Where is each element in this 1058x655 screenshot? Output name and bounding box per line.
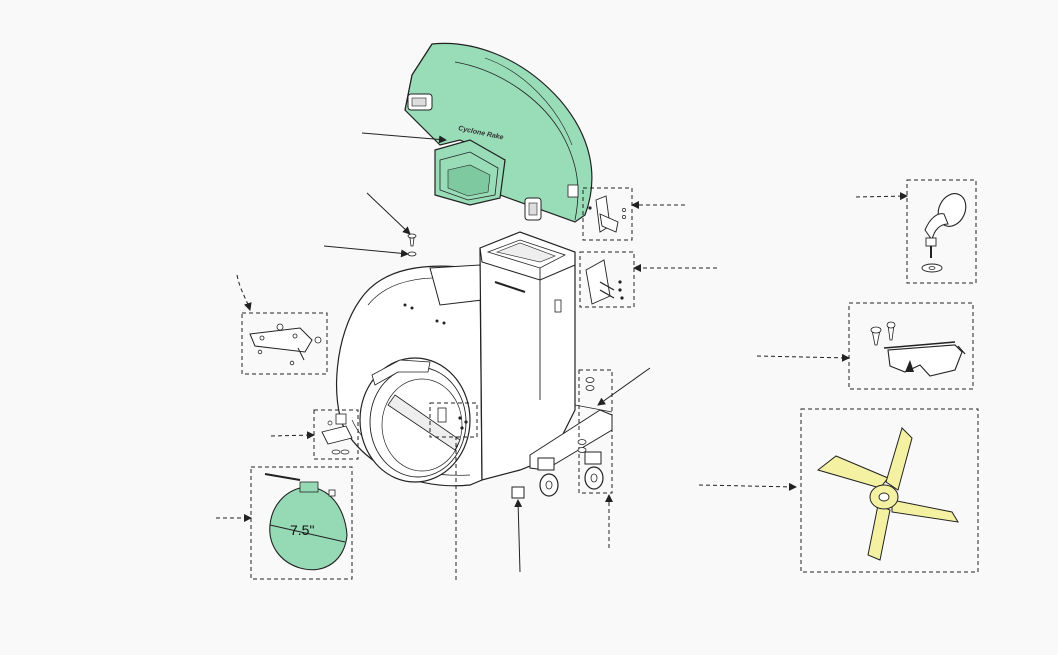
knob-part (921, 193, 967, 273)
callout-box-plate (579, 251, 635, 308)
inlet-screws-part (437, 407, 468, 430)
blower-housing (336, 264, 483, 487)
hinge-part (588, 195, 626, 233)
caster-wheels (537, 451, 604, 497)
callout-box-caster-bolts (578, 369, 613, 494)
mounting-plate-part (585, 259, 624, 305)
callout-box-bracket (241, 312, 328, 375)
hood-screws (407, 233, 417, 257)
gate-disc: 7.5" (264, 473, 348, 571)
callout-box-gate (250, 466, 353, 580)
square-nut (511, 486, 525, 499)
latch-part (321, 413, 353, 455)
impeller-part (816, 427, 959, 561)
callout-box-impeller (800, 408, 979, 573)
bracket-part (249, 323, 322, 366)
exhaust-hood: Cyclone Rake (404, 42, 593, 223)
callout-box-inlet-screws (429, 402, 478, 438)
callout-box-hinge (582, 187, 633, 241)
caster-bolts-part (577, 377, 595, 453)
safety-glasses-part (870, 321, 966, 377)
gate-dimension-label: 7.5" (290, 522, 314, 538)
callout-box-knob (906, 179, 977, 284)
leader-lines (216, 132, 908, 580)
